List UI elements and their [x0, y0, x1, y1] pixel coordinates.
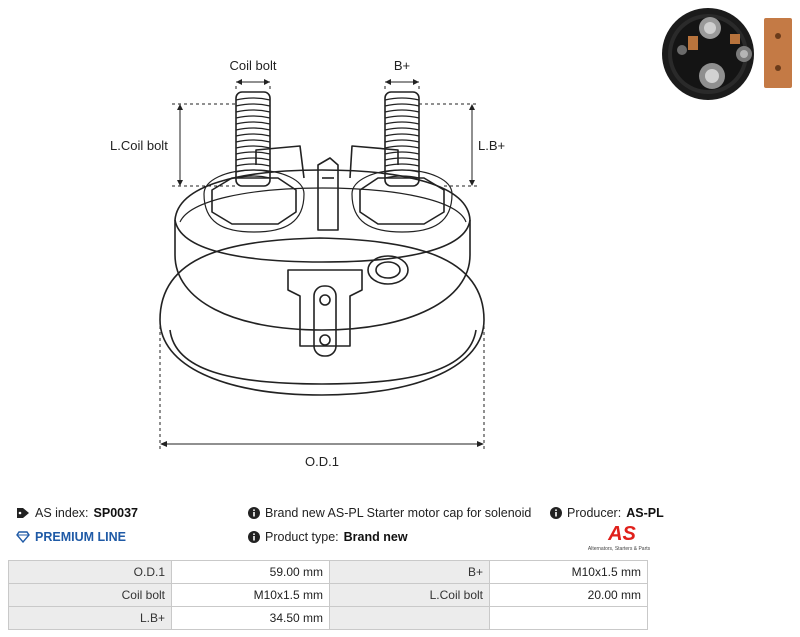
coil-bolt-dim-label: Coil bolt: [230, 58, 277, 73]
product-type: Product type: Brand new: [248, 530, 408, 544]
tag-icon: [17, 508, 29, 518]
connector-terminal: [287, 269, 363, 347]
producer: Producer: AS-PL: [550, 506, 664, 520]
bolt-thread: [384, 175, 420, 179]
spec-key: [329, 606, 490, 630]
cap-body: [174, 169, 471, 331]
premium-line-label: PREMIUM LINE: [35, 530, 126, 544]
product-type-label: Product type:: [265, 530, 339, 544]
bolt-thread: [384, 127, 420, 131]
bolt-thread: [235, 103, 271, 107]
bolt-thread: [235, 109, 271, 113]
bolt-thread: [384, 169, 420, 173]
bolt-thread: [235, 127, 271, 131]
product-photo: [662, 8, 792, 100]
spec-key: L.Coil bolt: [329, 583, 490, 607]
producer-value: AS-PL: [626, 506, 664, 520]
b-plus-nut: [359, 177, 445, 225]
spec-key: Coil bolt: [8, 583, 172, 607]
coil-bolt: [235, 91, 271, 187]
l-coil-bolt-dim-label: L.Coil bolt: [110, 138, 168, 153]
bolt-thread: [384, 97, 420, 101]
b-plus-bolt: [384, 91, 420, 187]
product-info: AS index: SP0037 PREMIUM LINE Brand new …: [0, 500, 800, 558]
as-index-label: AS index:: [35, 506, 89, 520]
bolt-thread: [235, 169, 271, 173]
bolt-thread: [235, 163, 271, 167]
spec-key: O.D.1: [8, 560, 172, 584]
spec-value: 20.00 mm: [489, 583, 648, 607]
spec-value: [489, 606, 648, 630]
as-pl-logo: AS Alternators, Starters & Parts: [588, 523, 651, 552]
bolt-thread: [384, 121, 420, 125]
info-icon: [248, 531, 260, 543]
info-icon: [550, 507, 562, 519]
bolt-thread: [384, 139, 420, 143]
specs-table: O.D.1 59.00 mm B+ M10x1.5 mm Coil bolt M…: [8, 560, 648, 630]
spec-value: 34.50 mm: [171, 606, 330, 630]
bolt-thread: [235, 133, 271, 137]
svg-text:Alternators, Starters & Parts: Alternators, Starters & Parts: [588, 546, 651, 552]
spec-key: L.B+: [8, 606, 172, 630]
diamond-icon: [16, 531, 30, 543]
bolt-thread: [235, 145, 271, 149]
bolt-thread: [384, 103, 420, 107]
spec-value: 59.00 mm: [171, 560, 330, 584]
table-row: O.D.1 59.00 mm B+ M10x1.5 mm: [8, 560, 648, 584]
producer-label: Producer:: [567, 506, 622, 520]
cap-base-flange: [159, 237, 485, 396]
bolt-thread: [235, 151, 271, 155]
bolt-thread: [235, 115, 271, 119]
as-index: AS index: SP0037: [16, 506, 138, 520]
bolt-thread: [235, 121, 271, 125]
spec-value: M10x1.5 mm: [489, 560, 648, 584]
coil-bolt-nut: [211, 177, 297, 225]
spec-key: B+: [329, 560, 490, 584]
svg-text:AS: AS: [607, 523, 636, 545]
description-text: Brand new AS-PL Starter motor cap for so…: [265, 506, 532, 520]
od1-dim-label: O.D.1: [305, 454, 339, 469]
bolt-thread: [384, 115, 420, 119]
b-plus-dim-label: B+: [394, 58, 410, 73]
info-icon: [248, 507, 260, 519]
table-row: L.B+ 34.50 mm: [8, 606, 648, 630]
technical-drawing: Coil bolt B+ L.Coil bolt L.B+ O.D.1: [110, 58, 505, 469]
premium-line-badge: PREMIUM LINE: [16, 530, 126, 544]
as-index-value: SP0037: [93, 506, 138, 520]
table-row: Coil bolt M10x1.5 mm L.Coil bolt 20.00 m…: [8, 583, 648, 607]
bolt-thread: [235, 97, 271, 101]
bolt-thread: [235, 139, 271, 143]
l-b-plus-dim-label: L.B+: [478, 138, 505, 153]
bolt-thread: [384, 133, 420, 137]
bolt-thread: [384, 109, 420, 113]
description: Brand new AS-PL Starter motor cap for so…: [248, 506, 531, 520]
bolt-thread: [384, 163, 420, 167]
mounting-hole: [367, 255, 409, 285]
bolt-thread: [235, 157, 271, 161]
product-type-value: Brand new: [343, 530, 408, 544]
bolt-thread: [235, 175, 271, 179]
bolt-thread: [384, 157, 420, 161]
spec-value: M10x1.5 mm: [171, 583, 330, 607]
bolt-thread: [384, 145, 420, 149]
bolt-thread: [384, 151, 420, 155]
